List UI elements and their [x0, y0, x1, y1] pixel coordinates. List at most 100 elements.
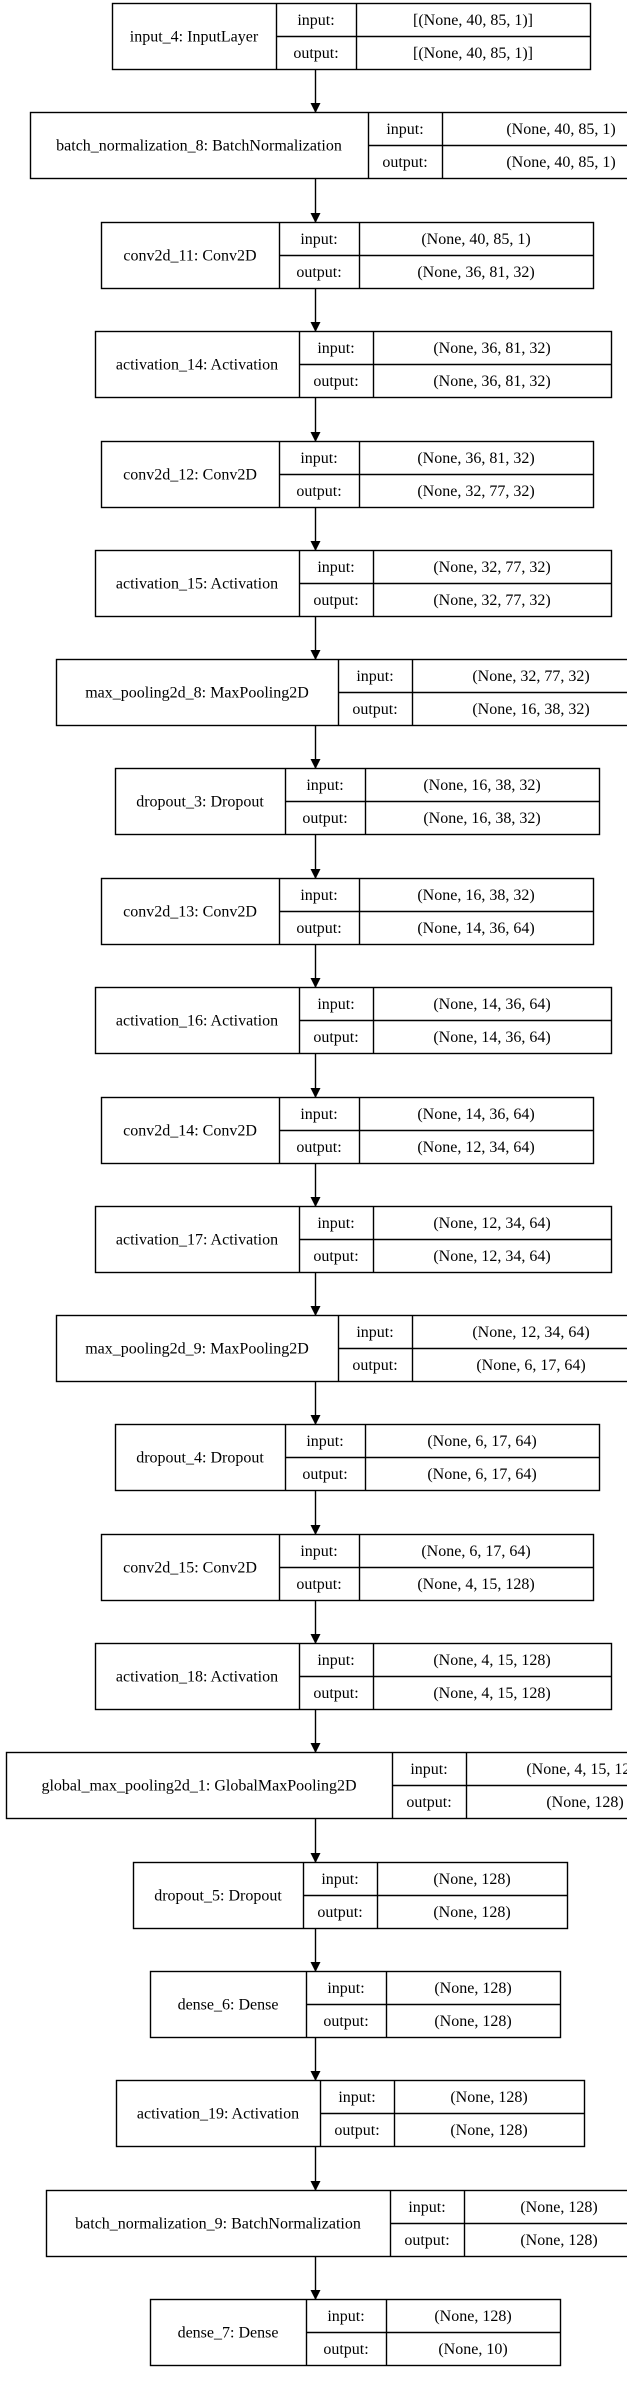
output-shape: (None, 128)	[434, 2013, 511, 2030]
output-shape: (None, 128)	[520, 2232, 597, 2249]
input-label: input:	[300, 231, 337, 248]
layer-node: input_4: InputLayer input: output: [(None, …	[111, 2, 592, 71]
input-label: input:	[317, 559, 354, 576]
output-label: output:	[313, 1248, 358, 1265]
output-shape: (None, 4, 15, 128)	[433, 1685, 550, 1702]
input-shape: (None, 16, 38, 32)	[423, 777, 540, 794]
input-label: input:	[386, 121, 423, 138]
output-shape: (None, 128)	[433, 1904, 510, 1921]
output-label: output:	[296, 920, 341, 937]
input-shape: (None, 4, 15, 128)	[526, 1761, 627, 1778]
output-shape: (None, 12, 34, 64)	[417, 1139, 534, 1156]
layer-node: activation_17: Activation input: output: (N…	[94, 1205, 613, 1274]
layer-name: activation_18: Activation	[116, 1669, 278, 1686]
output-label: output:	[317, 1904, 362, 1921]
output-shape: (None, 32, 77, 32)	[417, 483, 534, 500]
output-label: output:	[313, 592, 358, 609]
output-shape: (None, 14, 36, 64)	[417, 920, 534, 937]
layer-name: global_max_pooling2d_1: GlobalMaxPooling…	[41, 1778, 356, 1795]
input-label: input:	[300, 887, 337, 904]
layer-name: batch_normalization_8: BatchNormalizatio…	[56, 138, 342, 155]
output-label: output:	[313, 1029, 358, 1046]
input-label: input:	[300, 1543, 337, 1560]
layer-name: activation_14: Activation	[116, 357, 278, 374]
output-label: output:	[293, 45, 338, 62]
output-label: output:	[296, 264, 341, 281]
layer-name: dropout_4: Dropout	[136, 1450, 264, 1467]
input-shape: (None, 6, 17, 64)	[421, 1543, 530, 1560]
input-shape: (None, 128)	[433, 1871, 510, 1888]
input-label: input:	[317, 340, 354, 357]
output-label: output:	[404, 2232, 449, 2249]
layer-node: activation_16: Activationinput:output:(N…	[94, 986, 613, 1055]
output-label: output:	[296, 1576, 341, 1593]
input-shape: (None, 36, 81, 32)	[417, 450, 534, 467]
layer-node: activation_19: Activation input: output: (N…	[115, 2079, 586, 2148]
input-label: input:	[306, 1433, 343, 1450]
output-label: output:	[323, 2013, 368, 2030]
layer-name: activation_17: Activation	[116, 1232, 278, 1249]
layer-name: activation_15: Activation	[116, 576, 278, 593]
input-shape: (None, 4, 15, 128)	[433, 1652, 550, 1669]
layer-name: dense_6: Dense	[178, 1997, 279, 2014]
input-label: input:	[410, 1761, 447, 1778]
output-label: output:	[296, 483, 341, 500]
layer-node: max_pooling2d_8: MaxPooling2Dinput:outpu…	[55, 658, 627, 727]
layer-name: dropout_3: Dropout	[136, 794, 264, 811]
input-shape: (None, 12, 34, 64)	[472, 1324, 589, 1341]
layer-name: conv2d_14: Conv2D	[123, 1123, 257, 1140]
output-shape: (None, 36, 81, 32)	[417, 264, 534, 281]
output-label: output:	[323, 2341, 368, 2358]
layer-node: batch_normalization_9: BatchNormalizatio…	[45, 2189, 627, 2258]
layer-node: activation_14: Activationinput:output:(N…	[94, 330, 613, 399]
input-shape: (None, 32, 77, 32)	[433, 559, 550, 576]
layer-node: dropout_4: Dropout input: output: (None, 6,…	[114, 1423, 601, 1492]
output-shape: (None, 12, 34, 64)	[433, 1248, 550, 1265]
output-label: output:	[334, 2122, 379, 2139]
input-label: input:	[317, 1215, 354, 1232]
output-label: output:	[313, 1685, 358, 1702]
input-shape: [(None, 40, 85, 1)]	[413, 12, 533, 29]
layer-name: dense_7: Dense	[178, 2325, 279, 2342]
layer-name: input_4: InputLayer	[130, 29, 259, 46]
output-shape: (None, 128)	[450, 2122, 527, 2139]
input-shape: (None, 128)	[520, 2199, 597, 2216]
layer-node: batch_normalization_8: BatchNormalizatio…	[29, 111, 627, 180]
layer-node: max_pooling2d_9: MaxPooling2Dinput:outpu…	[55, 1314, 627, 1383]
input-shape: (None, 40, 85, 1)	[421, 231, 530, 248]
output-label: output:	[313, 373, 358, 390]
input-shape: (None, 14, 36, 64)	[417, 1106, 534, 1123]
layer-name: activation_16: Activation	[116, 1013, 278, 1030]
input-shape: (None, 12, 34, 64)	[433, 1215, 550, 1232]
output-shape: (None, 4, 15, 128)	[417, 1576, 534, 1593]
output-shape: (None, 16, 38, 32)	[472, 701, 589, 718]
input-label: input:	[317, 1652, 354, 1669]
layer-node: conv2d_15: Conv2D input: output: (None, 6, …	[100, 1533, 595, 1602]
output-label: output:	[352, 1357, 397, 1374]
layer-name: activation_19: Activation	[137, 2106, 299, 2123]
input-label: input:	[306, 777, 343, 794]
input-shape: (None, 40, 85, 1)	[506, 121, 615, 138]
input-label: input:	[356, 1324, 393, 1341]
output-shape: (None, 6, 17, 64)	[427, 1466, 536, 1483]
output-label: output:	[302, 1466, 347, 1483]
layer-name: conv2d_13: Conv2D	[123, 904, 257, 921]
output-label: output:	[406, 1794, 451, 1811]
layer-name: conv2d_15: Conv2D	[123, 1560, 257, 1577]
layer-node: activation_15: Activation input: output: (N…	[94, 549, 613, 618]
output-shape: (None, 16, 38, 32)	[423, 810, 540, 827]
output-label: output:	[296, 1139, 341, 1156]
input-label: input:	[297, 12, 334, 29]
input-label: input:	[338, 2089, 375, 2106]
output-shape: (None, 14, 36, 64)	[433, 1029, 550, 1046]
output-shape: [(None, 40, 85, 1)]	[413, 45, 533, 62]
input-label: input:	[356, 668, 393, 685]
input-label: input:	[327, 1980, 364, 1997]
output-shape: (None, 6, 17, 64)	[476, 1357, 585, 1374]
